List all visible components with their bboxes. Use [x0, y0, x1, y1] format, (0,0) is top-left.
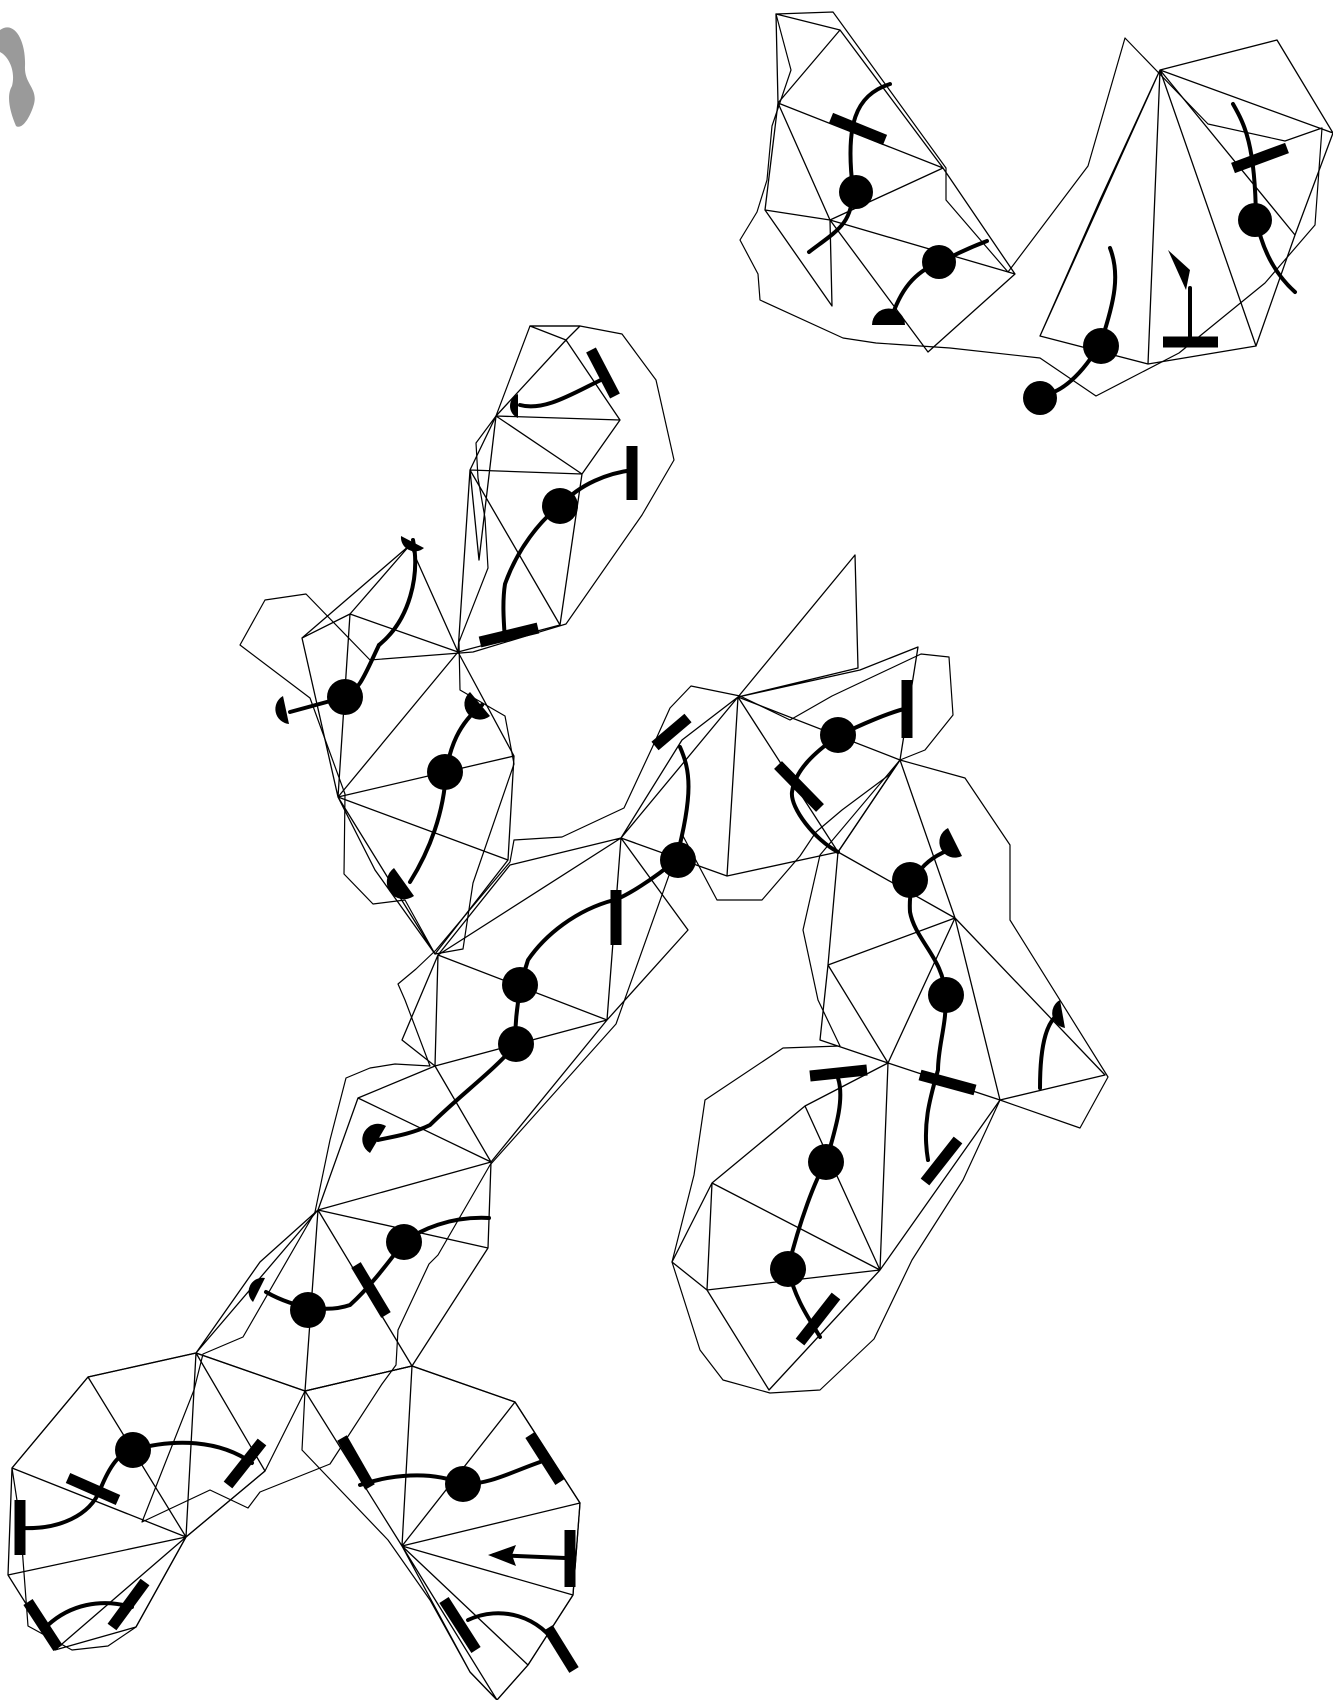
- right-upper-branch: [740, 12, 1333, 415]
- bottom-left-fan: [8, 1353, 305, 1650]
- edge-fragment-mark: [0, 27, 35, 126]
- bottom-right-fan: [302, 1366, 580, 1700]
- right-middle-branch: [672, 760, 1108, 1393]
- upper-left-branch: [240, 326, 674, 954]
